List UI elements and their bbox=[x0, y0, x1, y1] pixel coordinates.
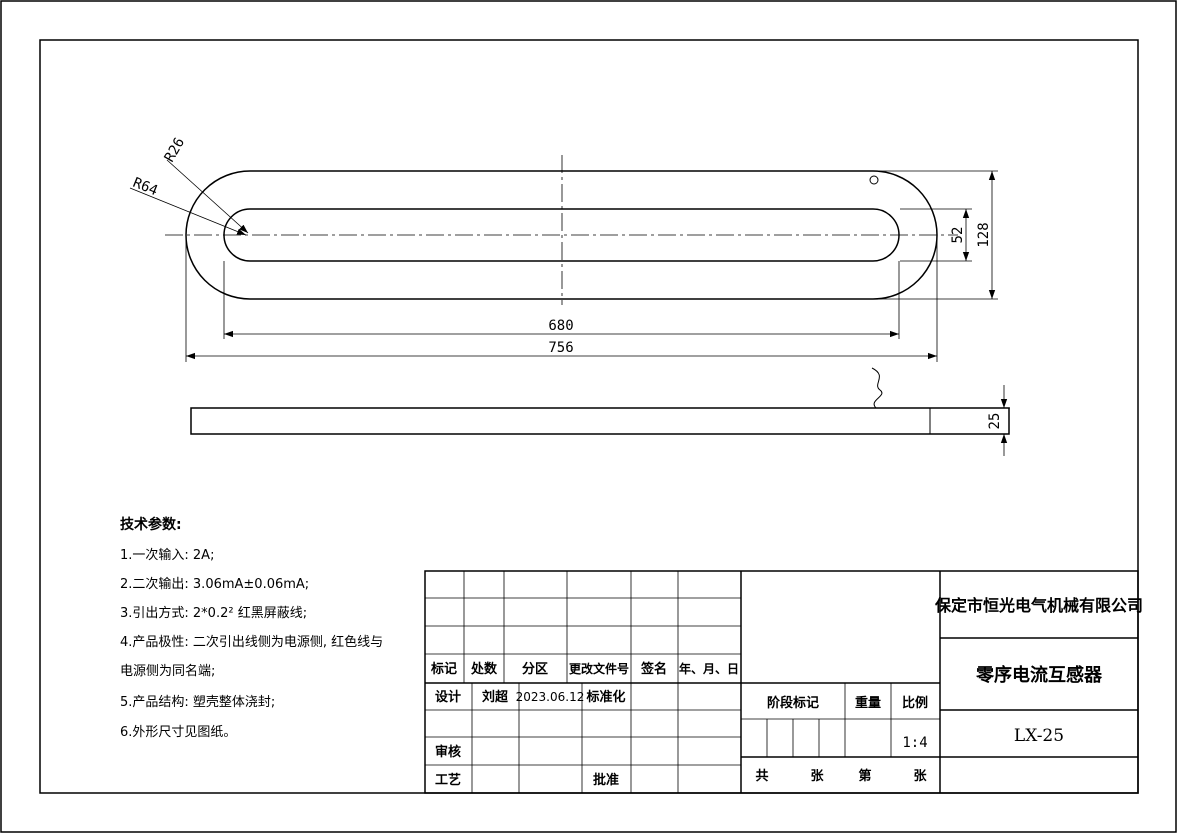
dim-25-label: 25 bbox=[987, 413, 1003, 430]
sheet-no-b: 张 bbox=[913, 769, 927, 784]
title-block bbox=[424, 570, 1139, 794]
r26-label: R26 bbox=[162, 135, 189, 165]
tech-specs-title: 技术参数: bbox=[120, 516, 182, 533]
designer-name: 刘超 bbox=[482, 689, 509, 705]
review-label: 审核 bbox=[435, 744, 461, 760]
sheet-no-a: 第 bbox=[858, 768, 871, 784]
dim-756 bbox=[185, 240, 938, 362]
weight-label: 重量 bbox=[855, 695, 881, 711]
design-date: 2023.06.12 bbox=[516, 690, 585, 704]
sheets-total-b: 张 bbox=[810, 769, 824, 784]
radius-dimensions bbox=[129, 159, 249, 236]
design-label: 设计 bbox=[435, 689, 461, 705]
r64-label: R64 bbox=[131, 175, 160, 199]
stage-mark-label: 阶段标记 bbox=[767, 695, 819, 711]
mounting-hole bbox=[869, 175, 879, 185]
approve-label: 批准 bbox=[593, 772, 619, 788]
outer-outline bbox=[185, 170, 938, 300]
r26-leader bbox=[166, 159, 249, 234]
standardization-label: 标准化 bbox=[585, 689, 625, 705]
dim-52-label: 52 bbox=[950, 227, 966, 244]
drawing-frame bbox=[39, 39, 1139, 794]
header-change-doc: 更改文件号 bbox=[569, 661, 629, 676]
header-mark: 标记 bbox=[430, 661, 457, 677]
tech-spec-line: 4.产品极性: 二次引出线侧为电源侧, 红色线与 bbox=[120, 634, 383, 650]
title-block-text: 标记 处数 分区 更改文件号 签名 年、月、日 设计 刘超 2023.06.12… bbox=[430, 596, 1143, 788]
dim-680-label: 680 bbox=[548, 318, 573, 334]
dim-128 bbox=[875, 170, 998, 300]
header-signature: 签名 bbox=[640, 661, 667, 677]
product-name: 零序电流互感器 bbox=[975, 664, 1103, 686]
process-label: 工艺 bbox=[435, 772, 461, 788]
dim-128-label: 128 bbox=[976, 222, 992, 247]
tech-spec-line: 电源侧为同名端; bbox=[120, 663, 215, 679]
header-date: 年、月、日 bbox=[679, 661, 739, 676]
dim-52 bbox=[900, 208, 972, 262]
header-zone: 分区 bbox=[522, 661, 548, 677]
r64-leader bbox=[129, 187, 247, 236]
title-block-frame bbox=[424, 570, 1139, 794]
side-view bbox=[190, 367, 1010, 456]
tech-specs: 技术参数: 1.一次输入: 2A; 2.二次输出: 3.06mA±0.06mA;… bbox=[120, 516, 383, 740]
dim-680 bbox=[223, 261, 900, 339]
tech-spec-line: 5.产品结构: 塑壳整体浇封; bbox=[120, 695, 275, 710]
side-body bbox=[190, 407, 1010, 435]
scale-value: 1:4 bbox=[902, 735, 927, 751]
model-number: LX-25 bbox=[1014, 726, 1064, 746]
tech-spec-line: 3.引出方式: 2*0.2² 红黑屏蔽线; bbox=[120, 605, 307, 621]
header-count: 处数 bbox=[470, 661, 498, 677]
tech-spec-line: 6.外形尺寸见图纸。 bbox=[120, 725, 236, 740]
lead-wire bbox=[871, 367, 883, 409]
tech-spec-line: 2.二次输出: 3.06mA±0.06mA; bbox=[120, 576, 309, 592]
scale-label: 比例 bbox=[902, 695, 928, 711]
tech-spec-line: 1.一次输入: 2A; bbox=[120, 547, 214, 563]
inner-slot bbox=[223, 208, 900, 262]
company-name: 保定市恒光电气机械有限公司 bbox=[934, 596, 1143, 615]
sheets-total-a: 共 bbox=[755, 768, 768, 784]
top-view bbox=[165, 155, 958, 305]
dim-756-label: 756 bbox=[548, 340, 573, 356]
